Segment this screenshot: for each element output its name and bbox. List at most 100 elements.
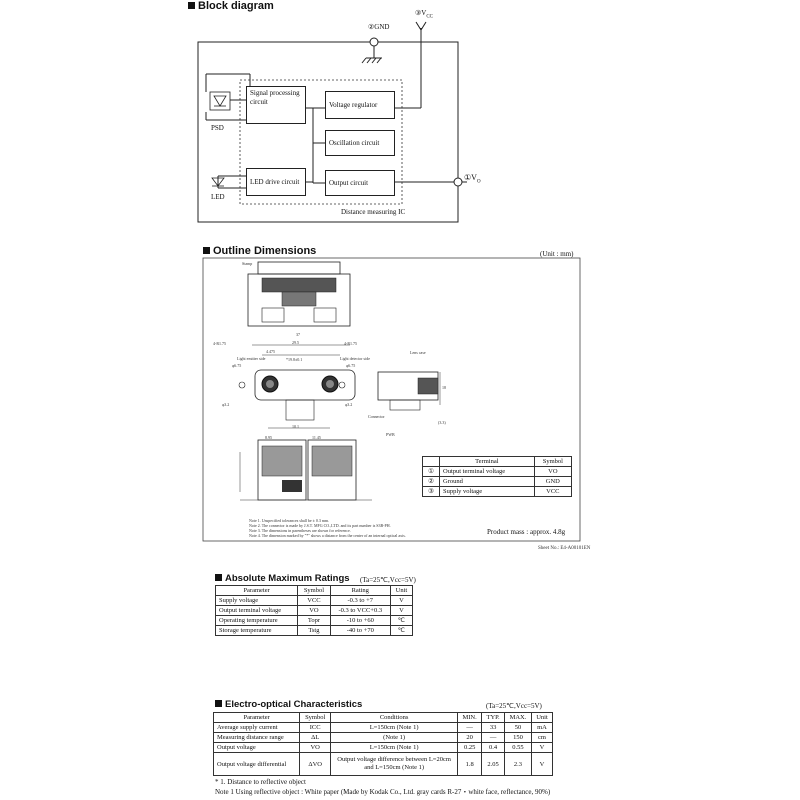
amr-heading-text: Absolute Maximum Ratings [225,573,350,584]
oscillation-box: Oscillation circuit [325,130,395,156]
param-cell: Output voltage [212,742,301,753]
header-cell: Symbol [299,712,332,723]
dim-r-left: 4-R1.75 [213,341,226,346]
param-cell: Supply voltage [214,595,299,606]
outline-note-4: Note 4. The dimension marked by "*" show… [249,533,406,538]
table-row: Output voltage differential ΔVO Output v… [212,752,554,776]
detector-side-label: Light detector side [340,356,370,361]
header-cell: Parameter [212,712,301,723]
header-cell: TYP. [481,712,505,723]
terminal-no: ① [422,466,440,477]
footnote-distance: * 1. Distance to reflective object [215,778,306,786]
max-cell: 150 [504,732,532,743]
dim-3-3: (3.3) [438,420,446,425]
symbol-cell: VO [297,605,331,616]
outline-heading: Outline Dimensions [203,245,316,257]
outline-note-2: Note 2. The connector is made by J.S.T. … [249,523,391,528]
dim-37: 37 [296,332,300,337]
header-cell: Symbol [297,585,331,596]
symbol-cell: ΔVO [299,752,332,776]
vcc-terminal-label: ③VCC [415,9,433,19]
output-circuit-box: Output circuit [325,170,395,196]
eoc-conditions: (Ta=25℃,Vcc=5V) [486,702,542,710]
typ-cell: — [481,732,505,743]
dim-19-8: *19.8±0.1 [286,357,303,362]
bullet-square [188,2,195,9]
terminal-header-row: Terminal Symbol [422,456,573,467]
stamp-label: Stamp [242,261,253,266]
dim-10-1: 10.1 [292,424,299,429]
symbol-cell: VCC [297,595,331,606]
param-cell: Measuring distance range [212,732,301,743]
lens-case-label: Lens case [410,350,426,355]
table-row: Measuring distance range ΔL (Note 1) 20 … [212,732,554,743]
vcc-label-sub: CC [426,14,434,20]
conditions-cell: L=150cm (Note 1) [330,742,459,753]
typ-cell: 0.4 [481,742,505,753]
dim-phi32-left: φ3.2 [222,402,230,407]
outline-note-3: Note 3. The dimensions in parentheses ar… [249,528,351,533]
param-cell: Operating temperature [214,615,299,626]
block-diagram-heading: Block diagram [188,0,274,12]
outline-note-1: Note 1. Unspecified tolerances shall be … [249,518,330,523]
unit-cell: V [389,605,414,616]
vcc-label-main: ③V [415,9,427,17]
table-row: Output voltage VO L=150cm (Note 1) 0.25 … [212,742,554,753]
terminal-header-cell: Symbol [533,456,573,467]
dim-r-right: 4-R1.75 [344,341,357,346]
amr-heading: Absolute Maximum Ratings [215,573,350,584]
outline-unit: (Unit : mm) [540,250,574,258]
rating-cell: -0.3 to +7 [329,595,391,606]
unit-cell: V [530,742,554,753]
terminal-name: Ground [439,476,535,487]
dim-11-45: 11.45 [312,435,321,440]
eoc-heading-text: Electro-optical Characteristics [225,699,363,710]
symbol-cell: Topr [297,615,331,626]
pwb-label: PWB [386,432,395,437]
unit-cell: cm [530,732,554,743]
terminal-header-cell [422,456,440,467]
product-mass: Product mass : approx. 4.8g [487,528,566,536]
rating-cell: -40 to +70 [329,625,391,636]
signal-processing-box: Signal processing circuit [246,86,306,124]
param-cell: Output terminal voltage [214,605,299,616]
symbol-cell: Tstg [297,625,331,636]
unit-cell: mA [530,722,554,733]
dim-phi-right: φ6.75 [346,363,356,368]
terminal-no: ③ [422,486,440,497]
amr-conditions: (Ta=25℃,Vcc=5V) [360,576,416,584]
header-cell: Unit [530,712,554,723]
min-cell: 1.8 [457,752,483,776]
header-cell: Conditions [330,712,459,723]
dim-29-5: 29.5 [292,340,299,345]
dim-phi-left: φ6.75 [232,363,242,368]
vo-label-sub: O [476,179,481,185]
voltage-regulator-box: Voltage regulator [325,91,395,119]
terminal-name: Supply voltage [439,486,535,497]
block-diagram-heading-text: Block diagram [198,0,274,12]
unit-cell: V [389,595,414,606]
header-cell: Parameter [214,585,299,596]
vo-label-main: ①V [464,173,477,182]
typ-cell: 33 [481,722,505,733]
typ-cell: 2.05 [481,752,505,776]
led-drive-box: LED drive circuit [246,168,306,196]
table-row: Average supply current ICC L=150cm (Note… [212,722,554,733]
min-cell: — [457,722,483,733]
amr-table: Parameter Symbol Rating Unit Supply volt… [214,585,414,636]
psd-label: PSD [211,124,224,132]
bullet-square [215,574,222,581]
dim-4-475: 4.475 [266,349,275,354]
min-cell: 0.25 [457,742,483,753]
terminal-header-cell: Terminal [439,456,535,467]
terminal-table: Terminal Symbol ① Output terminal voltag… [422,456,573,497]
terminal-name: Output terminal voltage [439,466,535,477]
table-header-row: Parameter Symbol Rating Unit [214,585,414,596]
dim-phi32-right: φ3.2 [345,402,353,407]
table-row: Supply voltage VCC -0.3 to +7 V [214,595,414,606]
footnote-note1: Note 1 Using reflective object : White p… [215,788,551,796]
max-cell: 0.55 [504,742,532,753]
ic-label: Distance measuring IC [341,208,406,216]
header-cell: MIN. [457,712,483,723]
